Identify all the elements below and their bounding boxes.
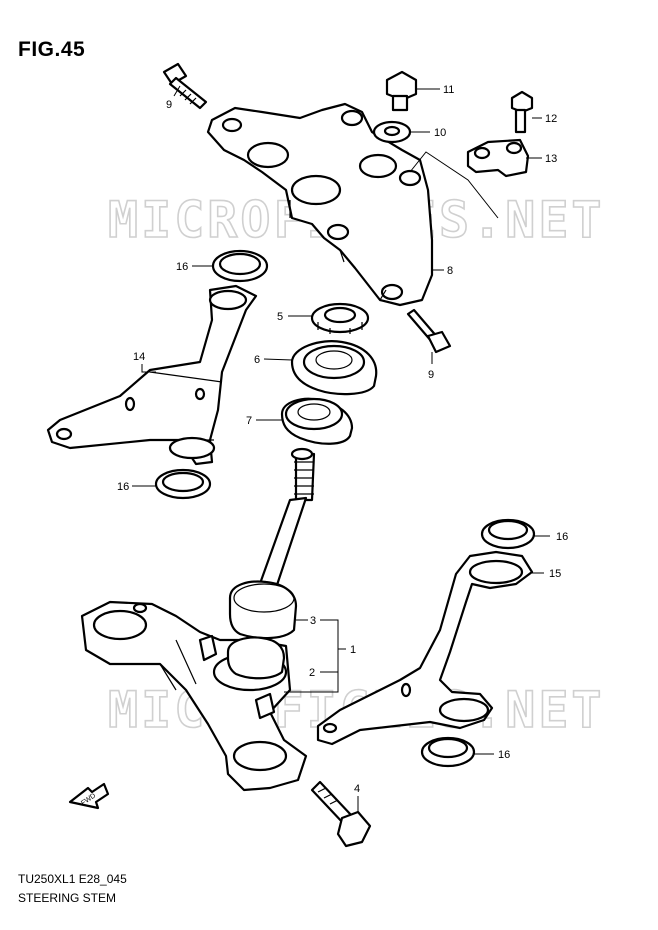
figure-title: FIG.45: [18, 38, 86, 61]
bolt-part-9-top: [162, 62, 208, 110]
callout-7: 7: [246, 415, 252, 427]
seal-part-16-right-upper: [480, 518, 536, 550]
bearing-part-2: [212, 636, 288, 692]
seal-part-16-upper: [211, 249, 269, 283]
seal-part-3: [228, 580, 298, 640]
callout-13: 13: [545, 153, 557, 165]
bracket-part-15: [316, 550, 534, 746]
bolt-part-9-middle: [406, 308, 452, 354]
callout-3: 3: [310, 615, 316, 627]
callout-16-middle-left: 16: [117, 481, 129, 493]
callout-6: 6: [254, 354, 260, 366]
bolt-part-11: [385, 70, 418, 112]
callout-10: 10: [434, 127, 446, 139]
callout-numbers: 9 11 10 12 13 8 16 5 9 6 14 7 16 16 15 3…: [117, 84, 568, 795]
callout-9-middle: 9: [428, 369, 434, 381]
callout-16-upper-left: 16: [176, 261, 188, 273]
bearing-part-6: [290, 340, 378, 396]
bracket-part-14: [46, 284, 258, 466]
bearing-part-7: [280, 397, 354, 445]
bolt-part-12: [510, 90, 534, 134]
nut-part-5: [310, 302, 370, 334]
figure-name: STEERING STEM: [18, 891, 117, 905]
callout-16-upper-right: 16: [556, 531, 568, 543]
leader-lines: [132, 85, 550, 812]
callout-12: 12: [545, 113, 557, 125]
callout-15: 15: [549, 568, 561, 580]
figure-code: TU250XL1 E28_045: [18, 872, 127, 886]
seal-part-16-middle: [154, 468, 212, 500]
seal-part-16-right-lower: [420, 736, 476, 768]
callout-11: 11: [443, 84, 454, 96]
upper-bracket-part-8: [206, 102, 434, 307]
fwd-arrow-icon: FWD: [68, 782, 110, 810]
callout-8: 8: [447, 265, 453, 277]
bolt-part-4: [310, 780, 372, 848]
callout-4: 4: [354, 783, 360, 795]
clamp-part-13: [466, 138, 530, 178]
callout-1: 1: [350, 644, 356, 656]
callout-2: 2: [309, 667, 315, 679]
callout-14: 14: [133, 351, 145, 363]
callout-5: 5: [277, 311, 283, 323]
callout-16-lower-right: 16: [498, 749, 510, 761]
washer-part-10: [372, 120, 412, 144]
callout-9-top: 9: [166, 99, 172, 111]
